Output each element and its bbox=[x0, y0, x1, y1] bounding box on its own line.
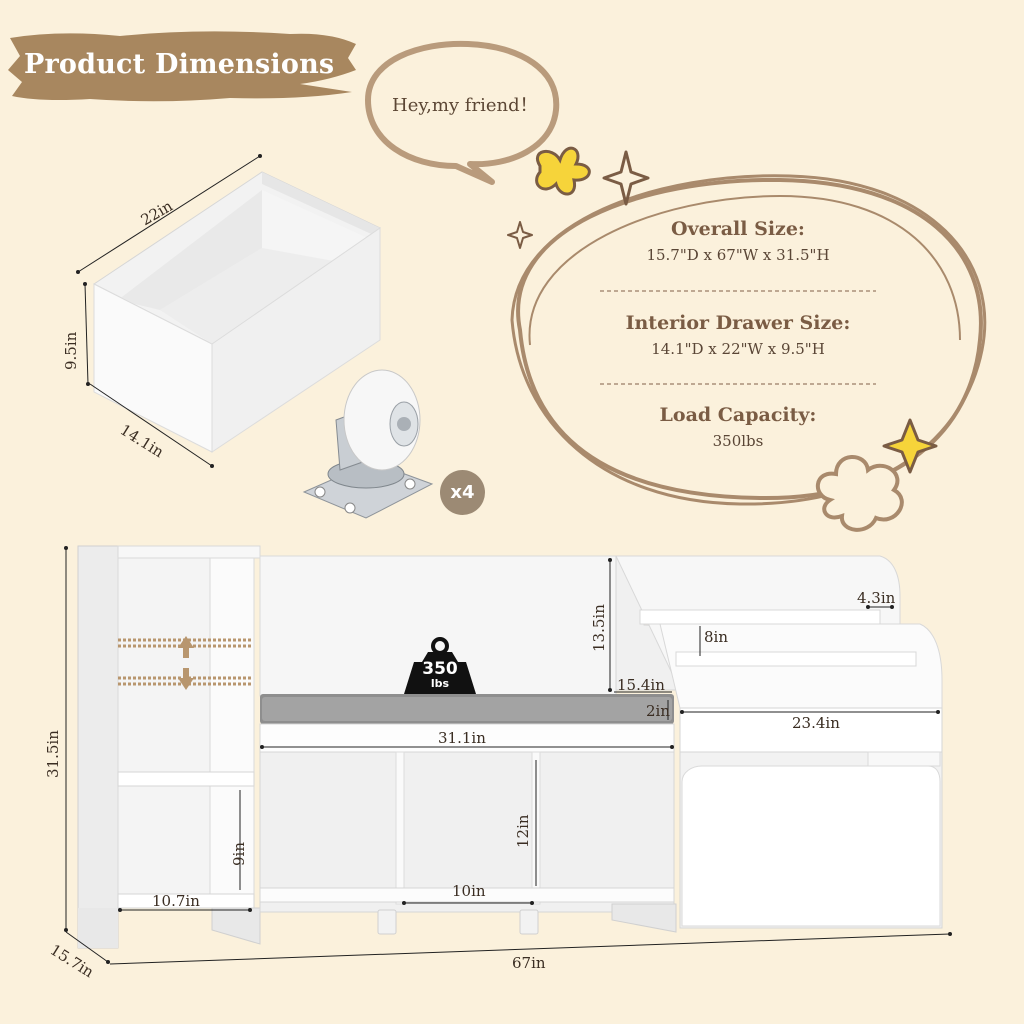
caster-wheel-icon bbox=[302, 369, 434, 519]
seat-width-label: 31.1in bbox=[438, 729, 486, 747]
spec-drawer: Interior Drawer Size: 14.1"D x 22"W x 9.… bbox=[578, 312, 898, 358]
spec-heading: Interior Drawer Size: bbox=[625, 312, 851, 334]
spec-load: Load Capacity: 350lbs bbox=[578, 404, 898, 450]
banner-brush-shape bbox=[8, 31, 356, 102]
speech-bubble bbox=[365, 40, 560, 185]
dimension-dots bbox=[76, 154, 262, 468]
spec-value: 14.1"D x 22"W x 9.5"H bbox=[651, 340, 825, 358]
speech-bubble-text: Hey,my friend！ bbox=[392, 95, 538, 116]
spec-heading: Load Capacity: bbox=[659, 404, 817, 426]
rack-width-label: 23.4in bbox=[792, 714, 840, 732]
spec-value: 350lbs bbox=[712, 432, 764, 450]
shelf-height-label: 9in bbox=[230, 841, 248, 866]
seat-depth-label: 15.4in bbox=[617, 676, 665, 694]
drawer-height-label: 9.5in bbox=[62, 331, 80, 370]
caster-count-badge: x4 bbox=[440, 470, 485, 515]
rack-height-label: 8in bbox=[704, 628, 729, 646]
cubby-width-label: 10in bbox=[452, 882, 486, 900]
spec-value: 15.7"D x 67"W x 31.5"H bbox=[646, 246, 830, 264]
banner-title: Product Dimensions bbox=[24, 49, 335, 80]
shelf-width-label: 10.7in bbox=[152, 892, 200, 910]
spec-overall: Overall Size: 15.7"D x 67"W x 31.5"H bbox=[578, 218, 898, 264]
back-height-label: 13.5in bbox=[590, 604, 608, 652]
furniture-dimension-dots bbox=[64, 546, 952, 964]
weight-badge: 350 lbs bbox=[414, 660, 466, 690]
overall-width-label: 67in bbox=[512, 954, 546, 972]
weight-number: 350 bbox=[422, 659, 458, 679]
drawer-dimension-lines bbox=[77, 155, 261, 467]
storage-bench-illustration bbox=[77, 545, 943, 949]
overall-height-label: 31.5in bbox=[44, 730, 62, 778]
weight-unit: lbs bbox=[430, 677, 450, 690]
rack-depth-label: 4.3in bbox=[857, 589, 896, 607]
spec-heading: Overall Size: bbox=[671, 218, 805, 240]
cushion-thickness-label: 2in bbox=[646, 702, 671, 720]
cloud-icon bbox=[815, 455, 904, 532]
drawer-illustration bbox=[93, 171, 381, 453]
cubby-height-label: 12in bbox=[514, 814, 532, 848]
yellow-splash-icon bbox=[535, 146, 591, 196]
furniture-dimension-lines bbox=[65, 548, 951, 965]
yellow-sparkle-icon bbox=[882, 418, 938, 474]
sparkle-icon bbox=[507, 150, 650, 249]
spec-scribble-frame bbox=[510, 174, 987, 506]
